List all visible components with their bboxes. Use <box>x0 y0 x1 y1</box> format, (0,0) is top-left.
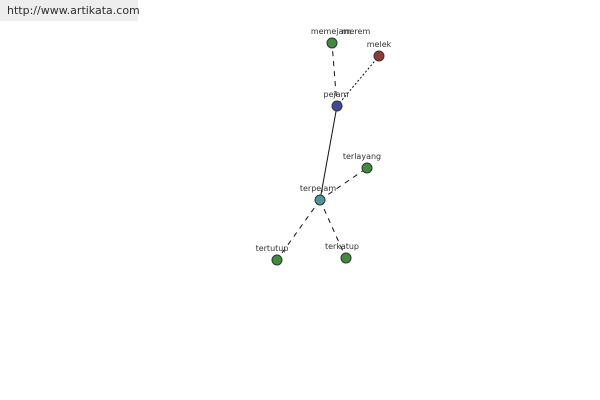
node-terkatup[interactable] <box>340 252 352 264</box>
node-pejam[interactable] <box>331 100 343 112</box>
node-terlayang[interactable] <box>361 162 373 174</box>
node-label-merem[interactable]: merem <box>342 27 371 36</box>
edge-pejam-memejam <box>331 42 338 107</box>
node-label-terlayang[interactable]: terlayang <box>343 152 381 161</box>
node-label-terpejam[interactable]: terpejam <box>300 184 336 193</box>
node-memejam[interactable] <box>326 37 338 49</box>
node-label-terkatup[interactable]: terkatup <box>325 242 359 251</box>
site-url-banner[interactable]: http://www.artikata.com <box>0 0 140 21</box>
node-label-tertutup[interactable]: tertutup <box>256 244 289 253</box>
edge-pejam-melek <box>336 55 380 107</box>
node-label-memejam[interactable]: memejam <box>311 27 352 36</box>
node-tertutup[interactable] <box>271 254 283 266</box>
node-label-melek[interactable]: melek <box>367 40 392 49</box>
site-url-text: http://www.artikata.com <box>7 4 140 17</box>
node-label-pejam[interactable]: pejam <box>324 90 349 99</box>
edge-pejam-terpejam <box>319 105 338 201</box>
edge-terpejam-tertutup <box>276 199 321 261</box>
edges-group <box>276 42 380 261</box>
node-melek[interactable] <box>373 50 385 62</box>
edge-terpejam-terkatup <box>319 199 347 259</box>
node-terpejam[interactable] <box>314 194 326 206</box>
